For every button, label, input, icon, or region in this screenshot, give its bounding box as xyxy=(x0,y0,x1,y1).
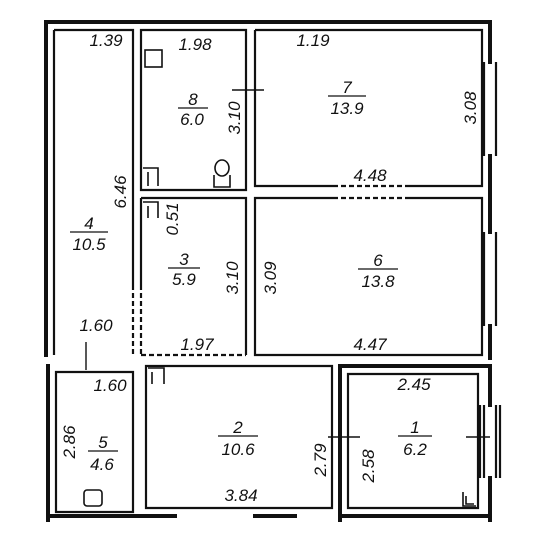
room6-outline xyxy=(253,196,484,357)
dim-6-46: 6.46 xyxy=(111,175,130,209)
dim-3-84: 3.84 xyxy=(224,486,257,505)
room7-outline-a xyxy=(255,28,484,188)
window-1 xyxy=(478,405,502,478)
room1-outline xyxy=(346,372,480,510)
toilet-fixture xyxy=(214,159,230,177)
toilet-base xyxy=(213,175,231,188)
washbasin-fixture xyxy=(83,489,103,507)
dim-1-19: 1.19 xyxy=(296,31,330,50)
dim-0-51: 0.51 xyxy=(163,202,182,235)
dim-1-97: 1.97 xyxy=(180,335,214,354)
dim-3-09: 3.09 xyxy=(261,261,280,295)
dim-1-98: 1.98 xyxy=(178,35,212,54)
corner-marker-1 xyxy=(462,492,476,507)
dim-2-45: 2.45 xyxy=(396,375,431,394)
sink-fixture xyxy=(144,49,163,68)
room-7-number: 7 xyxy=(342,78,352,97)
room-5-area: 4.6 xyxy=(90,455,114,474)
dimension-ticks xyxy=(85,89,490,438)
corner-marker-8 xyxy=(143,167,159,186)
window-1-inner xyxy=(482,405,498,478)
room-6-number: 6 xyxy=(373,251,383,270)
dim-2-79: 2.79 xyxy=(311,443,330,478)
dim-3-10-top: 3.10 xyxy=(225,101,244,135)
room-3-area: 5.9 xyxy=(172,270,196,289)
window-7 xyxy=(482,62,498,156)
room-6-area: 13.8 xyxy=(361,272,395,291)
dim-3-10-mid: 3.10 xyxy=(223,261,242,295)
room8-outline xyxy=(139,28,248,192)
room-3-number: 3 xyxy=(179,250,189,269)
room-5-number: 5 xyxy=(98,433,108,452)
window-6 xyxy=(482,232,498,326)
dim-4-48: 4.48 xyxy=(353,166,387,185)
room-1-number: 1 xyxy=(410,418,419,437)
dim-2-86: 2.86 xyxy=(60,425,79,460)
walls xyxy=(44,20,492,522)
room3-outline xyxy=(141,196,248,355)
room-7-area: 13.9 xyxy=(330,99,364,118)
room-4-area: 10.5 xyxy=(72,235,106,254)
room-labels: 8 6.0 7 13.9 4 10.5 3 5.9 6 13.8 2 10.6 … xyxy=(70,78,432,474)
room-4-number: 4 xyxy=(84,214,93,233)
room-8-number: 8 xyxy=(188,90,198,109)
room4-top-right xyxy=(54,28,135,285)
dimension-labels: 1.39 1.98 1.19 3.10 3.08 6.46 4.48 0.51 … xyxy=(60,31,480,505)
corner-marker-2 xyxy=(148,367,165,384)
room7-outline-b xyxy=(253,30,333,188)
dim-2-58: 2.58 xyxy=(359,449,378,484)
dim-3-08: 3.08 xyxy=(461,91,480,125)
room-8-area: 6.0 xyxy=(180,110,204,129)
room5-outline xyxy=(54,370,135,514)
room-2-number: 2 xyxy=(232,418,243,437)
inner-walls xyxy=(52,28,502,514)
room-1-area: 6.2 xyxy=(403,440,427,459)
room-2-area: 10.6 xyxy=(221,440,255,459)
corner-marker-3 xyxy=(143,201,159,218)
dim-4-47: 4.47 xyxy=(353,335,387,354)
dim-1-60-bottom: 1.60 xyxy=(93,376,127,395)
room2-outline xyxy=(144,364,334,510)
fixtures xyxy=(83,49,476,507)
dim-1-39: 1.39 xyxy=(89,31,123,50)
dim-1-60-top: 1.60 xyxy=(79,316,113,335)
